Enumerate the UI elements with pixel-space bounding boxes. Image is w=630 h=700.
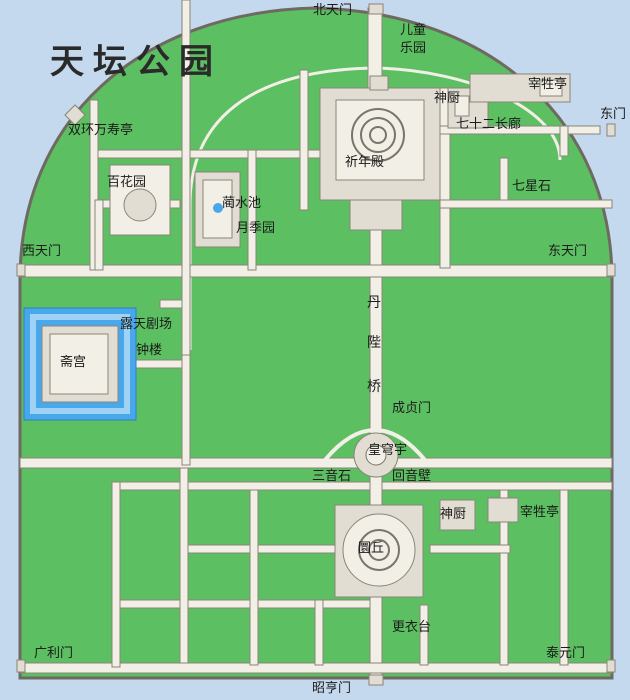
open-theater-label[interactable]: 露天剧场 — [120, 317, 173, 332]
huiyinbi-label[interactable]: 回音壁 — [392, 469, 432, 484]
map-title: 天坛公园 — [50, 42, 222, 82]
gate-east-upper-label[interactable]: 东门 — [600, 107, 627, 122]
danbiqiao-char-2[interactable]: 陛 — [367, 335, 381, 351]
gate-north-label[interactable]: 北天门 — [313, 3, 353, 18]
zaishengting-south-label[interactable]: 宰牲亭 — [520, 505, 560, 520]
gate-west-label[interactable]: 西天门 — [22, 244, 62, 259]
sanyinshi-label[interactable]: 三音石 — [312, 469, 352, 484]
shenchu-south-label[interactable]: 神厨 — [440, 507, 467, 522]
zhonglou-label[interactable]: 钟楼 — [136, 343, 163, 358]
gengyitai-label[interactable]: 更衣台 — [392, 620, 432, 635]
gate-east-label[interactable]: 东天门 — [548, 244, 588, 259]
yuejiyuan-label[interactable]: 月季园 — [236, 221, 276, 236]
lanshuichi-label[interactable]: 蔺水池 — [222, 196, 262, 211]
changlang-label[interactable]: 七十二长廊 — [456, 117, 522, 132]
qixingshi-label[interactable]: 七星石 — [512, 179, 552, 194]
children-park-label-1[interactable]: 儿童 — [400, 23, 427, 38]
qiniandian-label[interactable]: 祈年殿 — [345, 155, 385, 170]
zhaigong-label[interactable]: 斋宫 — [60, 355, 87, 370]
zaishengting-north-label[interactable]: 宰牲亭 — [528, 77, 568, 92]
gate-zhaoheng-label[interactable]: 昭亨门 — [312, 681, 352, 696]
shuangwanshouting-label[interactable]: 双环万寿亭 — [68, 123, 134, 138]
gate-guangli-label[interactable]: 广利门 — [34, 646, 74, 661]
danbiqiao-char-1[interactable]: 丹 — [367, 295, 381, 311]
chengzhenmen-label[interactable]: 成贞门 — [392, 401, 432, 416]
shenchu-north-label[interactable]: 神厨 — [434, 91, 461, 106]
danbiqiao-char-3[interactable]: 桥 — [367, 379, 381, 395]
baihuayuan-label[interactable]: 百花园 — [107, 175, 147, 190]
gate-taiyuan-label[interactable]: 泰元门 — [546, 646, 586, 661]
children-park-label-2[interactable]: 乐园 — [400, 41, 427, 56]
huangqiongyu-label[interactable]: 皇穹宇 — [368, 443, 408, 458]
yuanqiu-label[interactable]: 圜丘 — [358, 541, 385, 556]
